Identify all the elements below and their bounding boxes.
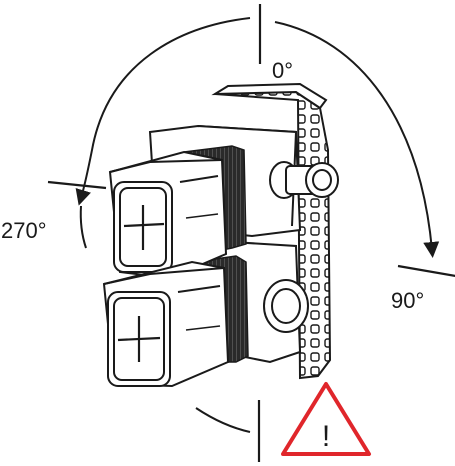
upper-protective-cap <box>108 150 228 280</box>
arc-bottom <box>195 407 251 433</box>
orientation-ticks <box>47 4 455 462</box>
angle-label-270: 270° <box>1 218 47 243</box>
angle-label-0: 0° <box>272 58 293 83</box>
crosshair-upper-h <box>123 222 165 228</box>
arc-left-with-arrow <box>75 17 251 206</box>
lower-protective-cap <box>102 260 230 388</box>
arc-left-lower <box>79 205 87 249</box>
crosshair-lower-h <box>117 336 161 342</box>
access-cover <box>263 279 309 333</box>
side-connector <box>269 161 339 199</box>
warning-symbol: ! <box>322 420 330 453</box>
arc-right-with-arrow <box>274 21 440 258</box>
rotation-arcs <box>75 17 440 433</box>
angle-label-90: 90° <box>391 288 424 313</box>
crosshairs <box>117 205 165 362</box>
tick-left <box>47 180 107 190</box>
tick-right <box>397 264 455 277</box>
warning-icon: ! <box>281 382 371 456</box>
